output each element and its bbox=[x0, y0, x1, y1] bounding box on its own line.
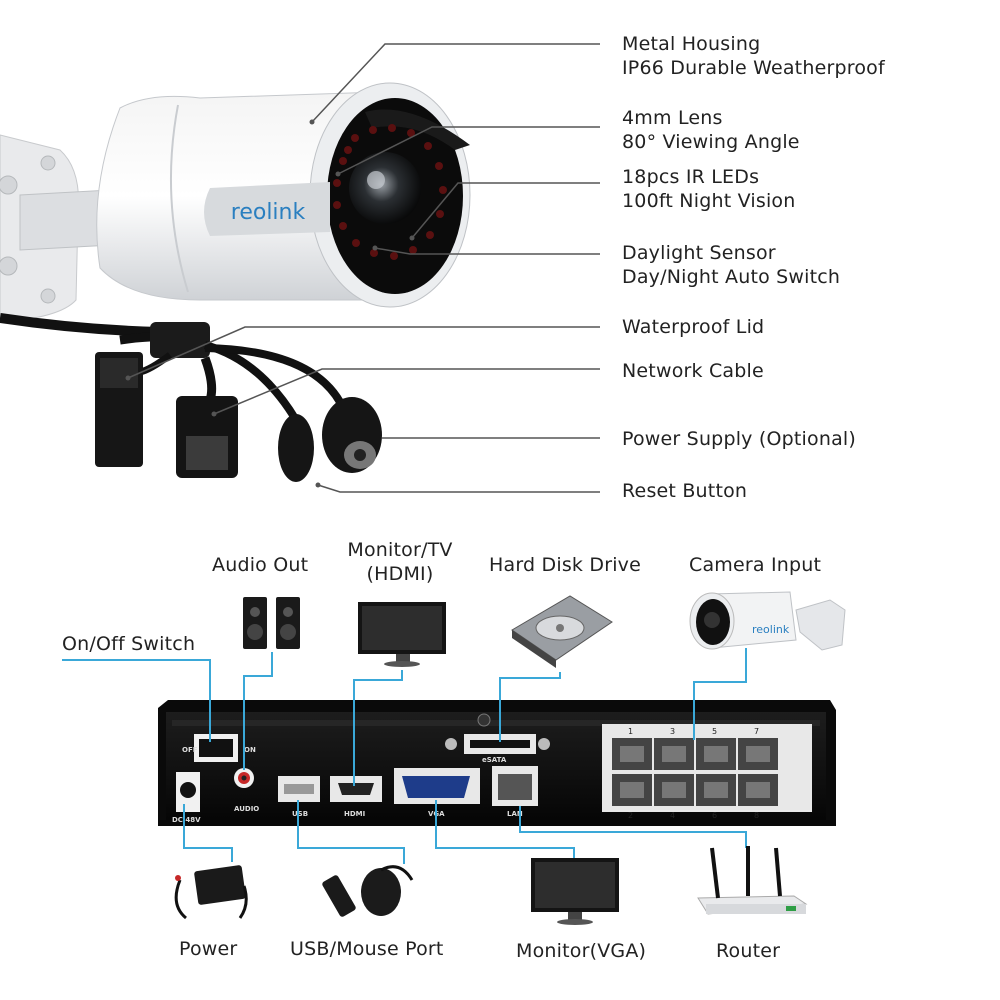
hdmi-monitor-graphic bbox=[358, 602, 446, 667]
callout-daylight-sensor: Daylight Sensor Day/Night Auto Switch bbox=[622, 242, 841, 288]
label-monitor-vga: Monitor(VGA) bbox=[516, 940, 647, 962]
network-connector-graphic bbox=[176, 396, 238, 478]
label-router: Router bbox=[716, 940, 781, 962]
label-camera-input: Camera Input bbox=[689, 554, 822, 576]
callout-lens: 4mm Lens 80° Viewing Angle bbox=[622, 107, 800, 153]
port-label: 6 bbox=[712, 811, 717, 820]
callout-ir-leds: 18pcs IR LEDs 100ft Night Vision bbox=[622, 166, 796, 212]
camera-cables bbox=[0, 313, 344, 423]
camera-body: reolink bbox=[96, 82, 471, 308]
esata-label: eSATA bbox=[482, 756, 507, 764]
callout-power-supply: Power Supply (Optional) bbox=[622, 428, 857, 450]
usb-mouse-graphic bbox=[322, 865, 414, 917]
callout-metal-housing: Metal Housing IP66 Durable Weatherproof bbox=[622, 33, 885, 79]
input-camera-logo: reolink bbox=[752, 623, 790, 636]
label-monitor-hdmi: Monitor/TV (HDMI) bbox=[347, 539, 453, 585]
port-label: 2 bbox=[628, 811, 633, 820]
label-hard-disk: Hard Disk Drive bbox=[489, 554, 642, 576]
ir-led-ring bbox=[333, 124, 447, 260]
vga-monitor-graphic bbox=[531, 858, 619, 925]
port-label: 1 bbox=[628, 727, 633, 736]
nvr-recorder bbox=[158, 700, 836, 826]
label-audio-out: Audio Out bbox=[212, 554, 309, 576]
label-usb-mouse: USB/Mouse Port bbox=[290, 938, 444, 960]
on-label: ON bbox=[244, 746, 256, 754]
usb-label: USB bbox=[292, 810, 308, 818]
input-camera-graphic: reolink bbox=[689, 591, 846, 651]
port-label: 7 bbox=[754, 727, 759, 736]
lan-label: LAN bbox=[507, 810, 523, 818]
camera-illustration: reolink bbox=[0, 82, 471, 482]
callout-reset-button: Reset Button bbox=[622, 480, 748, 502]
speakers-graphic bbox=[243, 597, 300, 649]
waterproof-lid-graphic bbox=[95, 352, 143, 467]
dc-label: DC 48V bbox=[172, 816, 201, 824]
port-label: 4 bbox=[670, 811, 675, 820]
power-connector-graphic bbox=[278, 397, 382, 482]
power-adapter-graphic bbox=[174, 865, 248, 920]
port-label: 8 bbox=[754, 811, 759, 820]
connection-lines bbox=[62, 648, 747, 864]
label-on-off-switch: On/Off Switch bbox=[62, 633, 196, 655]
hard-disk-graphic bbox=[511, 595, 613, 668]
audio-out-label-1: AUDIO bbox=[234, 805, 259, 813]
callout-waterproof-lid: Waterproof Lid bbox=[622, 316, 765, 338]
router-graphic bbox=[697, 846, 808, 915]
camera-callout-lines bbox=[127, 43, 600, 493]
port-label: 3 bbox=[670, 727, 675, 736]
callout-network-cable: Network Cable bbox=[622, 360, 764, 382]
label-power: Power bbox=[179, 938, 238, 960]
port-label: 5 bbox=[712, 727, 717, 736]
brand-logo: reolink bbox=[231, 200, 306, 225]
hdmi-label: HDMI bbox=[344, 810, 365, 818]
wall-mount bbox=[0, 134, 113, 323]
off-label: OFF bbox=[182, 746, 198, 754]
